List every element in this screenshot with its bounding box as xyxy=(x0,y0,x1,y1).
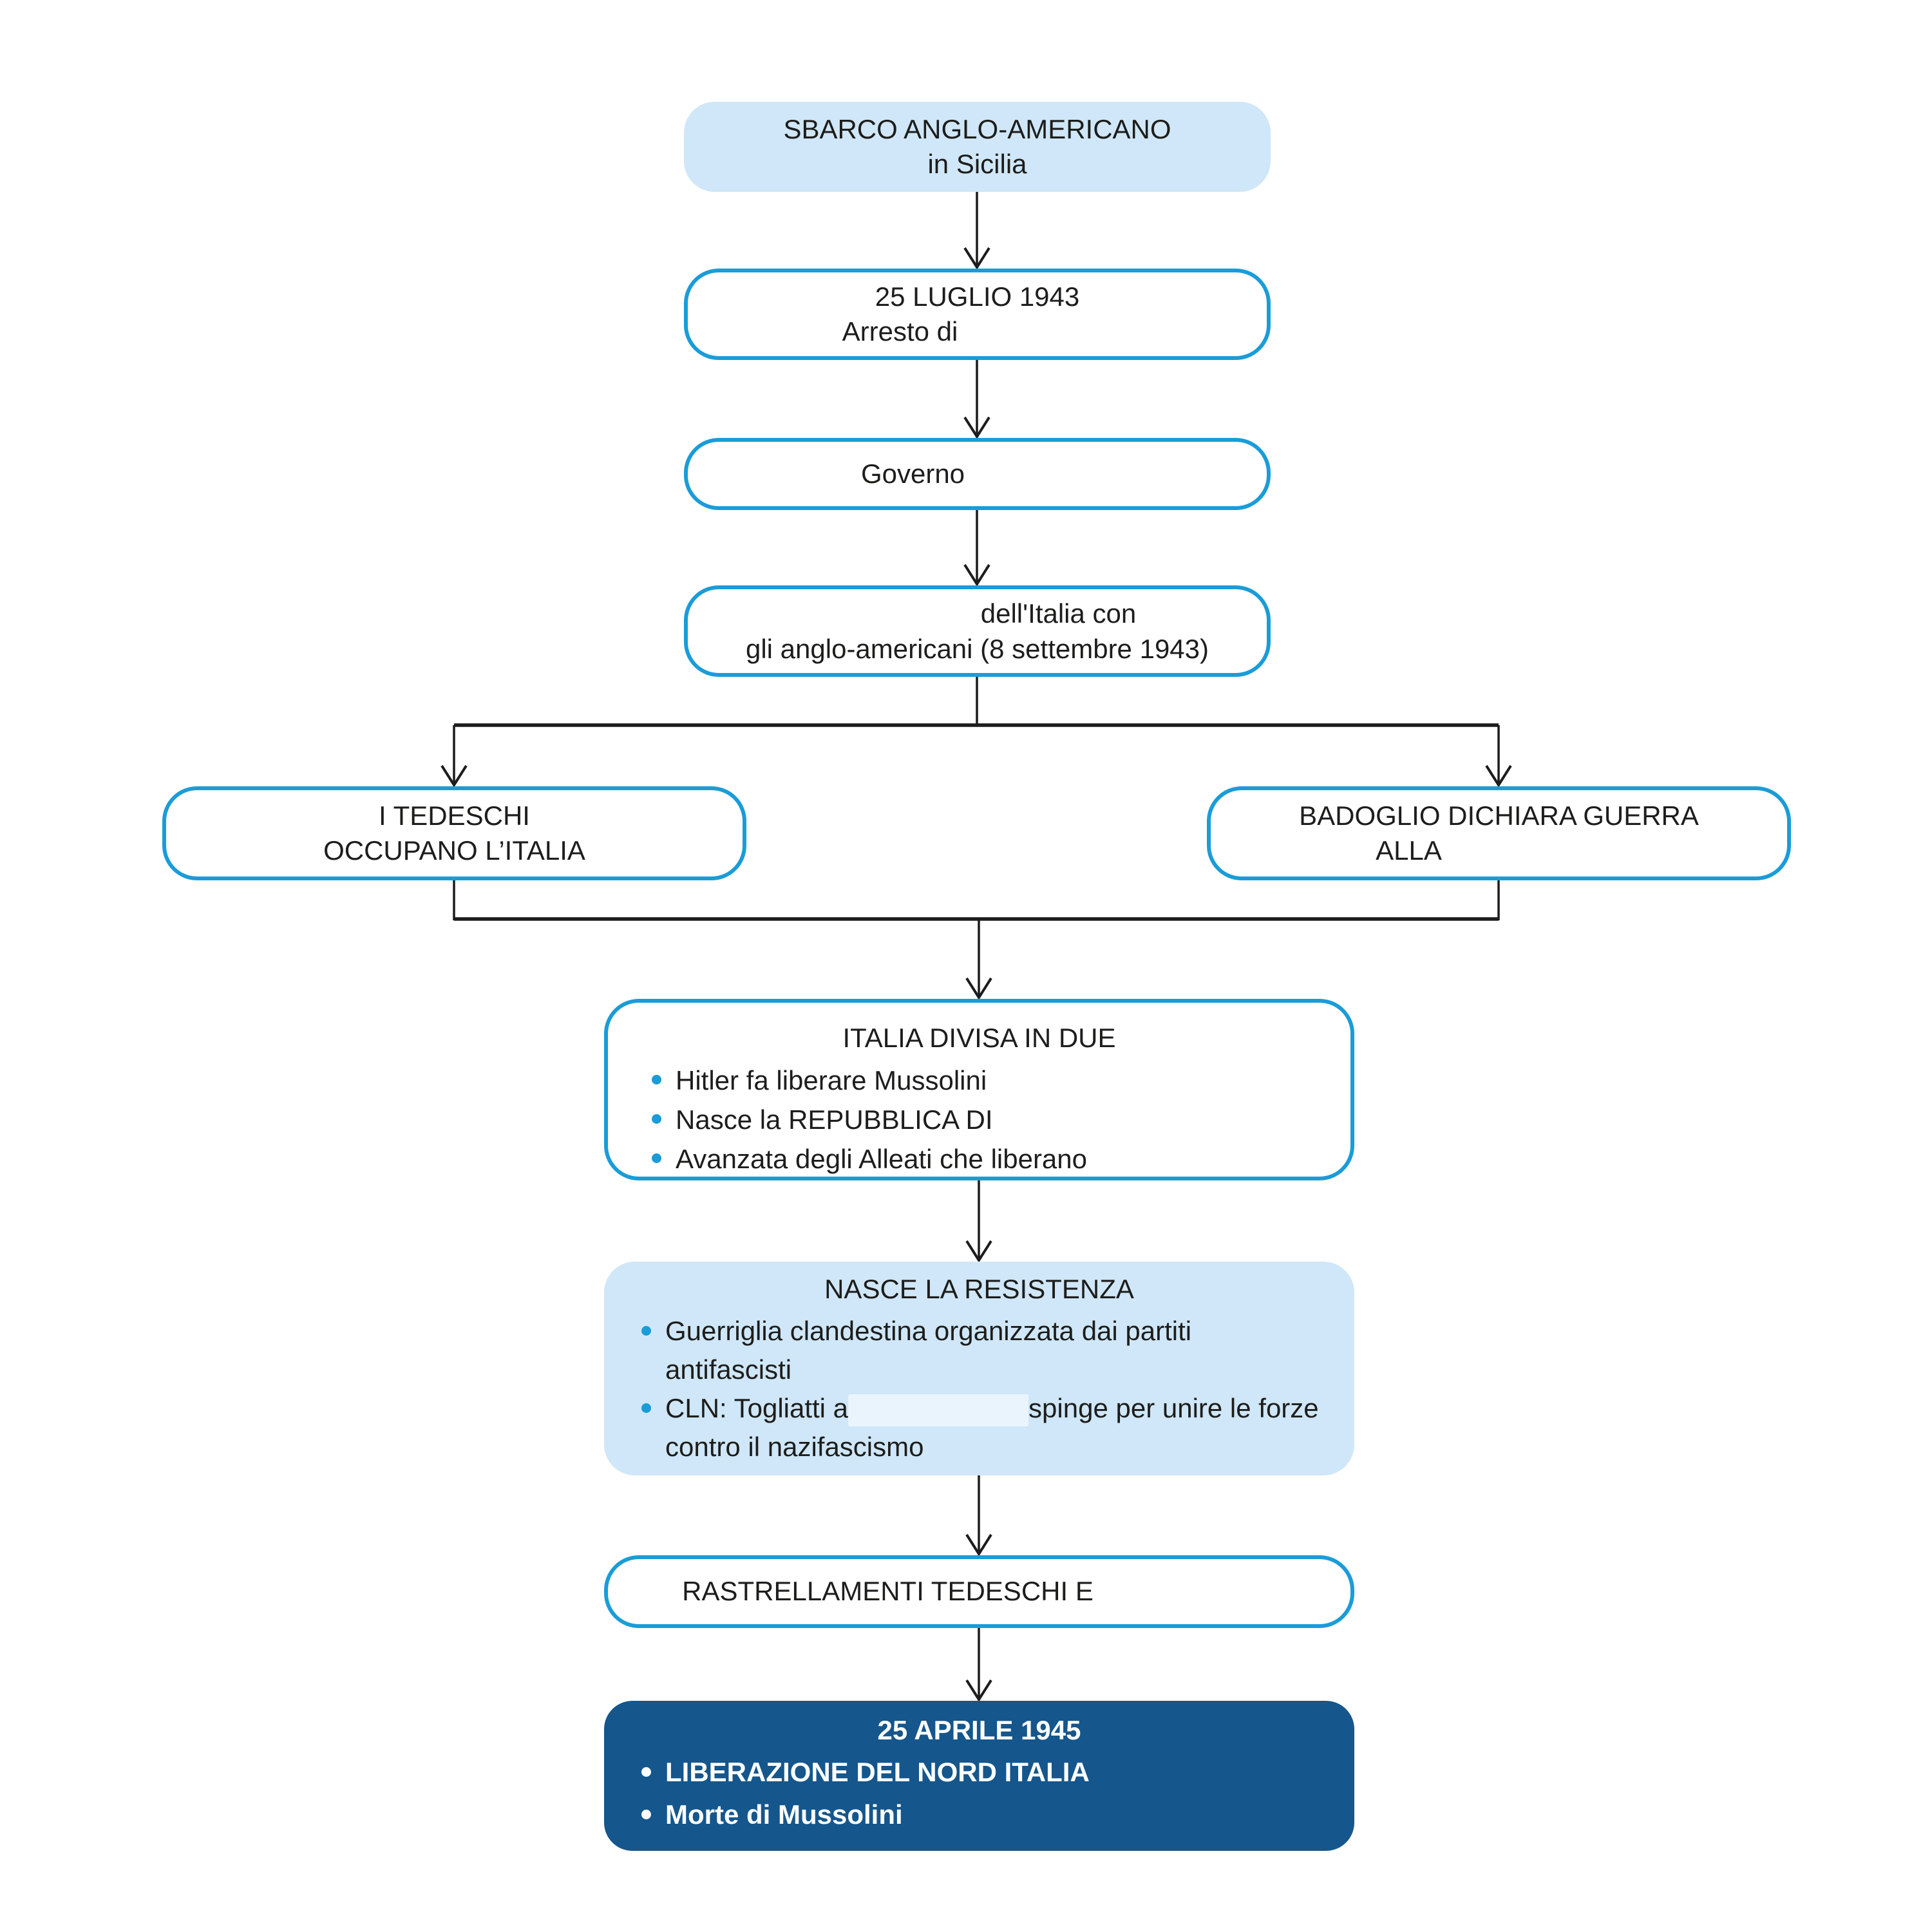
fill-in-blank xyxy=(958,317,1113,350)
bullet-item: Guerriglia clandestina organizzata dai p… xyxy=(623,1312,1335,1389)
bullet-icon xyxy=(641,1767,651,1777)
bullet-text: contro il nazifascismo xyxy=(665,1432,924,1462)
node-text: Arresto di xyxy=(842,316,958,346)
node-25-aprile-1945: 25 APRILE 1945 LIBERAZIONE DEL NORD ITAL… xyxy=(604,1701,1354,1851)
bullet-icon xyxy=(641,1810,651,1819)
node-text-line: dell'Italia con xyxy=(688,596,1267,632)
bullet-text: Hitler fa liberare Mussolini xyxy=(676,1065,987,1095)
fill-in-blank xyxy=(965,459,1094,492)
node-text-line: BADOGLIO DICHIARA GUERRA xyxy=(1299,800,1699,831)
bullet-text: spinge per unire le forze xyxy=(1028,1393,1319,1423)
bullet-item: Hitler fa liberare Mussolini xyxy=(634,1061,1325,1100)
bullet-item: Morte di Mussolini xyxy=(623,1794,1335,1836)
node-text: Governo xyxy=(860,458,965,489)
node-text-line: ALLA xyxy=(1211,833,1787,869)
node-text: RASTRELLAMENTI TEDESCHI E xyxy=(682,1576,1094,1606)
bullet-icon xyxy=(641,1326,651,1336)
bullet-text: Nasce la REPUBBLICA DI xyxy=(676,1104,993,1135)
node-text-line: I TEDESCHI xyxy=(379,800,530,831)
bullet-text-line: CLN: Togliatti a spinge per unire le forz… xyxy=(665,1389,1335,1428)
arrowhead-icon xyxy=(440,247,1512,1702)
node-governo: Governo xyxy=(684,438,1271,510)
node-text-line: in Sicilia xyxy=(927,149,1027,179)
bullet-text: Avanzata degli Alleati che liberano xyxy=(676,1144,1088,1174)
node-nasce-la-resistenza: NASCE LA RESISTENZA Guerriglia clandesti… xyxy=(604,1262,1354,1475)
bullet-icon xyxy=(652,1075,661,1084)
node-rastrellamenti: RASTRELLAMENTI TEDESCHI E xyxy=(604,1555,1354,1628)
connector-line xyxy=(453,192,1500,1697)
node-text-line: SBARCO ANGLO-AMERICANO xyxy=(783,114,1171,144)
bullet-icon xyxy=(652,1153,661,1163)
bullet-text: CLN: Togliatti a xyxy=(665,1393,849,1423)
node-text-line: Governo xyxy=(688,457,1267,492)
bullet-text: LIBERAZIONE DEL NORD ITALIA xyxy=(665,1757,1090,1787)
node-text-line: 25 LUGLIO 1943 xyxy=(875,281,1080,312)
bullet-item: Avanzata degli Alleati che liberano xyxy=(634,1139,1325,1179)
bullet-icon xyxy=(652,1114,661,1124)
bullet-icon xyxy=(641,1403,651,1413)
node-tedeschi-occupano: I TEDESCHI OCCUPANO L’ITALIA xyxy=(162,786,746,880)
bullet-text: antifascisti xyxy=(665,1354,792,1385)
fill-in-blank xyxy=(848,1394,1029,1426)
node-title: NASCE LA RESISTENZA xyxy=(824,1274,1134,1304)
bullet-text: Morte di Mussolini xyxy=(665,1799,903,1830)
fill-in-blank xyxy=(1093,1577,1276,1609)
fill-in-blank xyxy=(818,599,981,632)
node-text-line: OCCUPANO L’ITALIA xyxy=(323,835,585,866)
node-title: 25 APRILE 1945 xyxy=(877,1715,1081,1745)
node-badoglio-dichiara-guerra: BADOGLIO DICHIARA GUERRA ALLA xyxy=(1207,786,1791,880)
node-italia-divisa-in-due: ITALIA DIVISA IN DUE Hitler fa liberare … xyxy=(604,999,1354,1180)
bullet-item: LIBERAZIONE DEL NORD ITALIA xyxy=(623,1751,1335,1794)
node-sbarco-anglo-americano: SBARCO ANGLO-AMERICANO in Sicilia xyxy=(684,102,1271,192)
node-text-line: RASTRELLAMENTI TEDESCHI E xyxy=(608,1574,1350,1609)
node-text: ALLA xyxy=(1376,835,1442,866)
bullet-item: CLN: Togliatti a spinge per unire le forz… xyxy=(623,1389,1335,1466)
node-text: dell'Italia con xyxy=(980,598,1137,629)
bullet-item: Nasce la REPUBBLICA DI xyxy=(634,1100,1325,1139)
bullet-text: Guerriglia clandestina organizzata dai p… xyxy=(665,1316,1192,1346)
connector-line xyxy=(454,723,1499,921)
fill-in-blank xyxy=(1441,836,1622,869)
node-text-line: gli anglo-americani (8 settembre 1943) xyxy=(745,633,1209,664)
node-armistizio: dell'Italia con gli anglo-americani (8 s… xyxy=(684,585,1271,677)
node-25-luglio-1943: 25 LUGLIO 1943 Arresto di xyxy=(684,269,1271,360)
node-title: ITALIA DIVISA IN DUE xyxy=(842,1023,1116,1053)
node-text-line: Arresto di xyxy=(688,314,1267,350)
